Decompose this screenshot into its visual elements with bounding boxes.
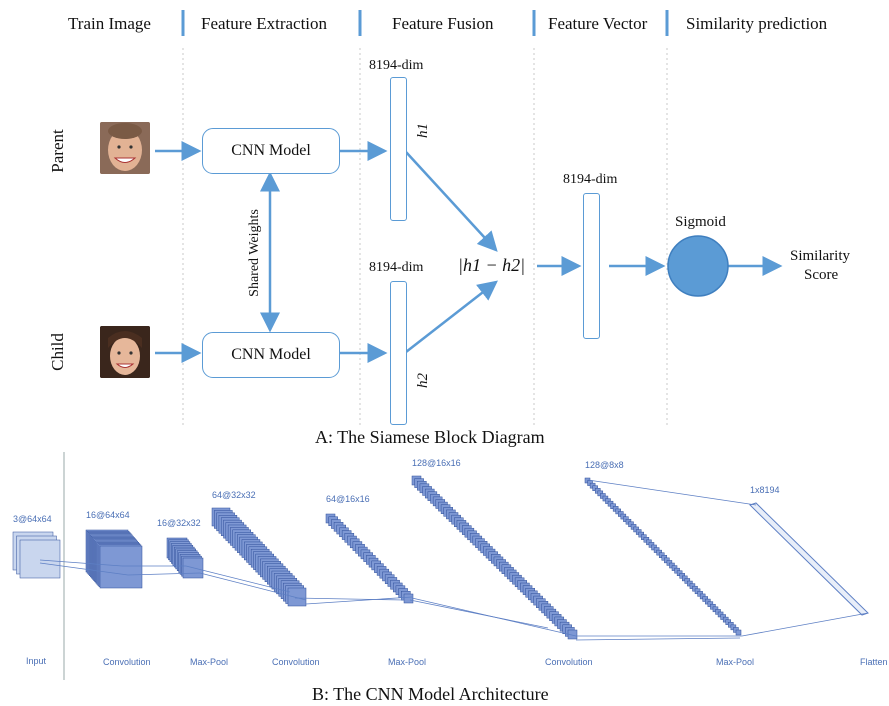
- layer-connector: [411, 597, 577, 637]
- layer-label: Convolution: [103, 657, 151, 667]
- dim-label: 1x8194: [750, 485, 780, 495]
- dim-label: 3@64x64: [13, 514, 52, 524]
- layer-label: Max-Pool: [716, 657, 755, 667]
- feature-vector: [583, 193, 600, 339]
- layer-label: Max-Pool: [190, 657, 229, 667]
- input-layer-stack: [19, 539, 61, 579]
- h1-vector: [390, 77, 407, 221]
- stage-train-image: Train Image: [68, 14, 151, 33]
- layer-label: Flatten: [860, 657, 888, 667]
- cnn-model-label: CNN Model: [231, 142, 311, 159]
- arrow-h1-to-fusion: [405, 151, 498, 252]
- layer-connector: [185, 565, 291, 593]
- layer-connector: [199, 572, 307, 601]
- output-label-line2: Score: [804, 267, 839, 283]
- conv1-layer-stack: [99, 545, 143, 589]
- flatten-layer: [749, 502, 869, 616]
- dim-label: 16@64x64: [86, 510, 130, 520]
- layer-connector: [294, 597, 405, 601]
- parent-face-image: [100, 122, 150, 174]
- dim-label-bottom: 8194-dim: [369, 260, 424, 275]
- stage-feature-vector: Feature Vector: [548, 14, 648, 33]
- dim-label-top: 8194-dim: [369, 58, 424, 73]
- layer-connector: [39, 559, 123, 567]
- layer-label: Convolution: [272, 657, 320, 667]
- layer-connector: [127, 572, 201, 576]
- dim-label: 128@16x16: [412, 458, 461, 468]
- arrow-h2-to-fusion: [405, 280, 498, 353]
- dim-label: 128@8x8: [585, 460, 624, 470]
- h2-vector: [390, 281, 407, 425]
- stage-feature-extraction: Feature Extraction: [201, 14, 328, 33]
- pool3-layer-stack: [735, 629, 742, 636]
- pool2-layer-stack: [403, 593, 414, 604]
- child-face-image: [100, 326, 150, 378]
- cnn-model-box-bottom: CNN Model: [202, 332, 340, 378]
- cnn-model-box-top: CNN Model: [202, 128, 340, 174]
- stage-similarity-prediction: Similarity prediction: [686, 14, 828, 33]
- fusion-label: |h1 − h2|: [458, 255, 526, 275]
- sigmoid-node: [667, 235, 729, 297]
- dim-label: 64@16x16: [326, 494, 370, 504]
- stage-feature-fusion: Feature Fusion: [392, 14, 494, 33]
- sigmoid-label: Sigmoid: [675, 214, 726, 230]
- layer-connector: [741, 612, 869, 637]
- layer-connector: [587, 479, 757, 506]
- dim-label-vector: 8194-dim: [563, 172, 618, 187]
- layer-label: Max-Pool: [388, 657, 427, 667]
- output-label-line1: Similarity: [790, 248, 850, 264]
- layer-label: Convolution: [545, 657, 593, 667]
- cnn-model-label: CNN Model: [231, 346, 311, 363]
- layer-connector: [305, 596, 413, 605]
- layer-connector: [409, 599, 549, 629]
- caption-a: A: The Siamese Block Diagram: [315, 427, 545, 447]
- dim-label: 64@32x32: [212, 490, 256, 500]
- layer-connector: [575, 637, 741, 641]
- layer-connector: [39, 562, 129, 576]
- caption-b: B: The CNN Model Architecture: [312, 684, 549, 704]
- layer-label: Input: [26, 656, 47, 666]
- conv2-layer-stack: [287, 587, 307, 607]
- dim-label: 16@32x32: [157, 518, 201, 528]
